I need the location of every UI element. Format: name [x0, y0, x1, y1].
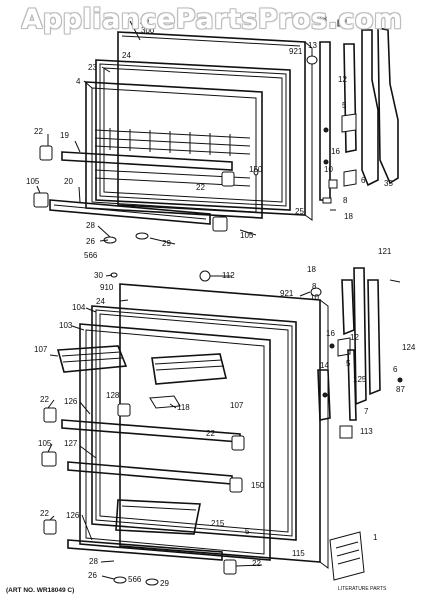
- callout-566-lower: 566: [128, 575, 142, 584]
- callout-10-lower: 10: [310, 293, 319, 302]
- callout-24-lower: 24: [96, 297, 105, 306]
- callout-29-upper: 29: [162, 239, 171, 248]
- callout-128: 128: [106, 391, 120, 400]
- callout-22-lower-b: 22: [206, 429, 215, 438]
- callout-150-lower: 150: [251, 481, 265, 490]
- freezer-hinge-parts: [306, 19, 399, 211]
- leader-lines: [36, 20, 311, 580]
- callout-115: 115: [292, 549, 305, 558]
- callout-28-lower: 28: [89, 557, 98, 566]
- callout-107-right: 107: [230, 401, 244, 410]
- callout-8-lower: 8: [312, 282, 317, 291]
- callout-1: 1: [373, 533, 378, 542]
- callout-18-upper-a: 18: [318, 15, 327, 24]
- callout-29-lower: 29: [160, 579, 169, 588]
- art-number: (ART NO. WR18049 C): [6, 587, 74, 594]
- callout-20-top: 20: [140, 17, 149, 26]
- fresh-food-door-assembly: [41, 270, 329, 586]
- callout-103: 103: [59, 321, 73, 330]
- callout-22-lower-c: 22: [40, 509, 49, 518]
- callout-566-upper: 566: [84, 251, 98, 260]
- callout-18-upper-b: 18: [344, 212, 353, 221]
- callout-20-shelf: 20: [64, 177, 73, 186]
- callout-24-upper: 24: [122, 51, 131, 60]
- callout-5-upper: 5: [342, 101, 347, 110]
- callout-6-upper: 6: [361, 176, 366, 185]
- literature-parts-caption: LITERATURE PARTS: [338, 586, 387, 592]
- callout-labels: 20 300 24 23 4 18 921 13 12 35 5 16 10 6…: [26, 15, 416, 588]
- callout-23: 23: [88, 63, 97, 72]
- callout-6-lower: 6: [393, 365, 398, 374]
- callout-16-upper: 16: [331, 147, 340, 156]
- callout-5-lower: 5: [346, 359, 351, 368]
- callout-921-upper: 921: [289, 47, 303, 56]
- callout-127: 127: [64, 439, 78, 448]
- callout-7: 7: [364, 407, 369, 416]
- fresh-food-hinge-parts: [310, 267, 403, 581]
- callout-126-upper: 126: [64, 397, 78, 406]
- callout-125: 125: [353, 375, 367, 384]
- callout-113: 113: [360, 427, 373, 436]
- callout-35: 35: [384, 179, 393, 188]
- callout-150-upper: 150: [249, 165, 263, 174]
- callout-22-lower-a: 22: [40, 395, 49, 404]
- callout-87: 87: [396, 385, 405, 394]
- callout-105-upper-right: 105: [240, 231, 254, 240]
- callout-300: 300: [141, 26, 155, 35]
- callout-22-lower-d: 22: [252, 559, 261, 568]
- callout-10-upper: 10: [324, 165, 333, 174]
- callout-12-upper: 12: [338, 75, 347, 84]
- callout-14: 14: [320, 361, 329, 370]
- callout-25: 25: [295, 207, 304, 216]
- callout-910: 910: [100, 283, 114, 292]
- callout-22-upper-right: 22: [196, 183, 205, 192]
- callout-105-upper-left: 105: [26, 177, 40, 186]
- callout-921-lower: 921: [280, 289, 294, 298]
- callout-16-lower: 16: [326, 329, 335, 338]
- callout-13: 13: [308, 41, 317, 50]
- callout-107-left: 107: [34, 345, 48, 354]
- callout-18-lower: 18: [307, 265, 316, 274]
- callout-26-upper: 26: [86, 237, 95, 246]
- callout-104: 104: [72, 303, 86, 312]
- callout-118: 118: [177, 403, 190, 412]
- callout-121: 121: [378, 247, 392, 256]
- callout-5-bottom: 5: [245, 527, 250, 536]
- callout-124: 124: [402, 343, 416, 352]
- callout-30: 30: [94, 271, 103, 280]
- callout-19: 19: [60, 131, 69, 140]
- callout-4: 4: [76, 77, 81, 86]
- freezer-door-assembly: [33, 31, 313, 244]
- callout-8-upper: 8: [343, 196, 348, 205]
- callout-126-lower: 126: [66, 511, 80, 520]
- callout-105-lower: 105: [38, 439, 52, 448]
- callout-28-upper: 28: [86, 221, 95, 230]
- callout-215: 215: [211, 519, 225, 528]
- callout-22-upper-left: 22: [34, 127, 43, 136]
- callout-26-lower: 26: [88, 571, 97, 580]
- callout-12-lower: 12: [350, 333, 359, 342]
